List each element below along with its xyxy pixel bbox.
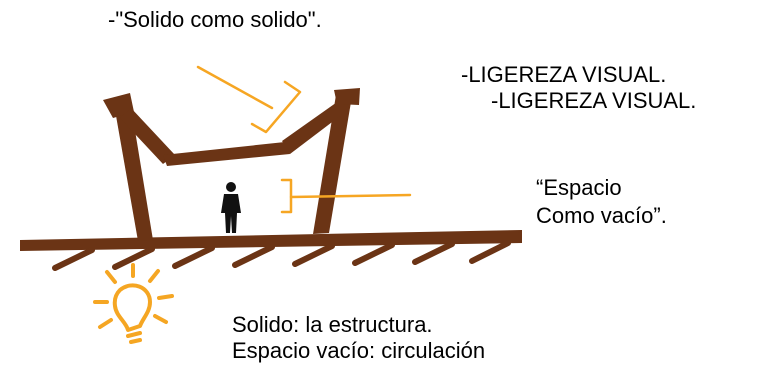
roof-right-diagonal [282,100,348,154]
person-icon [221,182,241,233]
caption-solido: Solido: la estructura. [232,312,433,337]
roof-left-diagonal [120,108,175,164]
right-column [313,95,352,234]
caption-espacio-vacio: Espacio vacío: circulación [232,338,486,363]
roof-flat [163,142,290,166]
ground-slab [20,230,522,251]
label-espacio-line1: “Espacio [536,175,622,200]
label-solido-como-solido: -"Solido como solido". [108,7,322,32]
left-top-cap [103,93,134,118]
label-ligereza-visual-2: -LIGEREZA VISUAL. [491,88,697,113]
ground-hatch [52,240,511,271]
left-column [115,106,153,241]
label-ligereza-visual-1: -LIGEREZA VISUAL. [461,62,667,87]
roof-annotation-bracket [196,65,302,134]
sun-lightbulb-icon [93,263,174,344]
label-espacio-line2: Como vacío”. [536,203,667,228]
space-annotation-bracket [280,178,412,214]
